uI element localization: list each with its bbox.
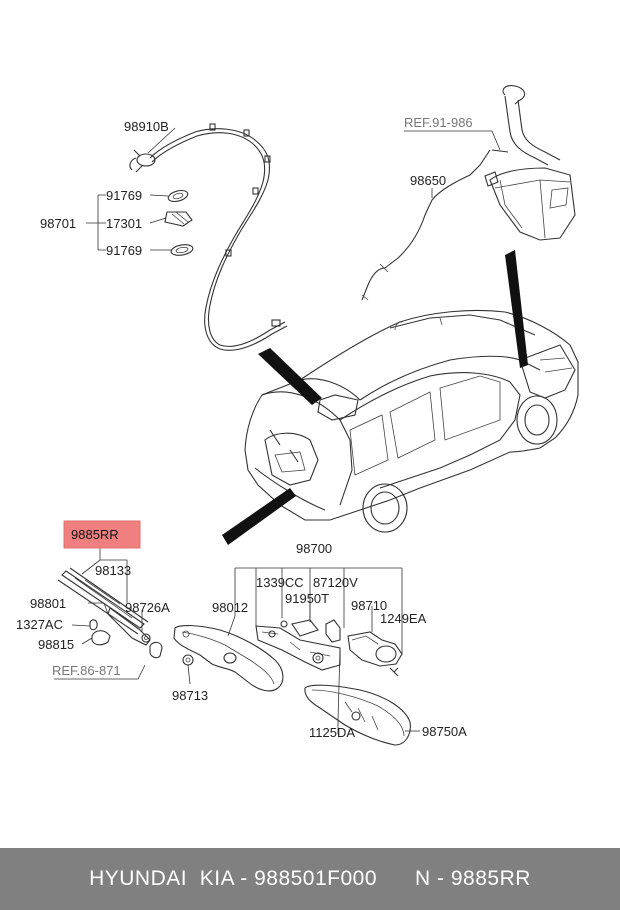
wiper-cover-drawing [173, 625, 284, 692]
label-98700: 98700 [296, 541, 332, 556]
highlight-box [63, 520, 141, 549]
label-98726A: 98726A [125, 600, 170, 615]
label-17301: 17301 [106, 216, 142, 231]
label-1339CC: 1339CC [256, 575, 304, 590]
label-ref-91-986: REF.91-986 [404, 115, 473, 130]
footer-part-number-text: HYUNDAI KIA - 988501F000 N - 9885RR [89, 867, 531, 890]
label-1327AC: 1327AC [16, 617, 63, 632]
footer-bar: HYUNDAI KIA - 988501F000 N - 9885RR [0, 848, 620, 910]
wiper-motor-drawing [255, 619, 403, 677]
washer-hose-drawing [129, 123, 288, 351]
label-91769-bottom: 91769 [106, 243, 142, 258]
trim-panel-drawing [304, 684, 411, 746]
label-1125DA: 1125DA [309, 725, 355, 740]
label-98710: 98710 [351, 598, 387, 613]
label-98701: 98701 [40, 216, 76, 231]
pointer-arrows [222, 250, 528, 545]
label-98012: 98012 [212, 600, 248, 615]
label-1249EA: 1249EA [380, 611, 427, 626]
connector-parts [164, 189, 194, 256]
washer-reservoir-drawing [361, 85, 576, 301]
label-91769-top: 91769 [106, 188, 142, 203]
suv-vehicle-drawing [244, 309, 579, 533]
label-9885RR: 9885RR [71, 527, 119, 542]
parts-diagram: 98910B 91769 98701 17301 91769 REF.91-98… [16, 85, 579, 746]
part-labels: 98910B 91769 98701 17301 91769 REF.91-98… [16, 115, 473, 740]
label-98801: 98801 [30, 596, 66, 611]
leader-lines [54, 127, 501, 734]
label-98750A: 98750A [422, 724, 467, 739]
label-ref-86-871: REF.86-871 [52, 663, 121, 678]
wiper-arm-drawing [57, 567, 163, 659]
label-87120V: 87120V [313, 575, 358, 590]
label-98133: 98133 [95, 563, 131, 578]
label-98713: 98713 [172, 688, 208, 703]
label-98910B: 98910B [124, 119, 169, 134]
label-98815: 98815 [38, 637, 74, 652]
label-91950T: 91950T [285, 591, 329, 606]
label-98650: 98650 [410, 173, 446, 188]
